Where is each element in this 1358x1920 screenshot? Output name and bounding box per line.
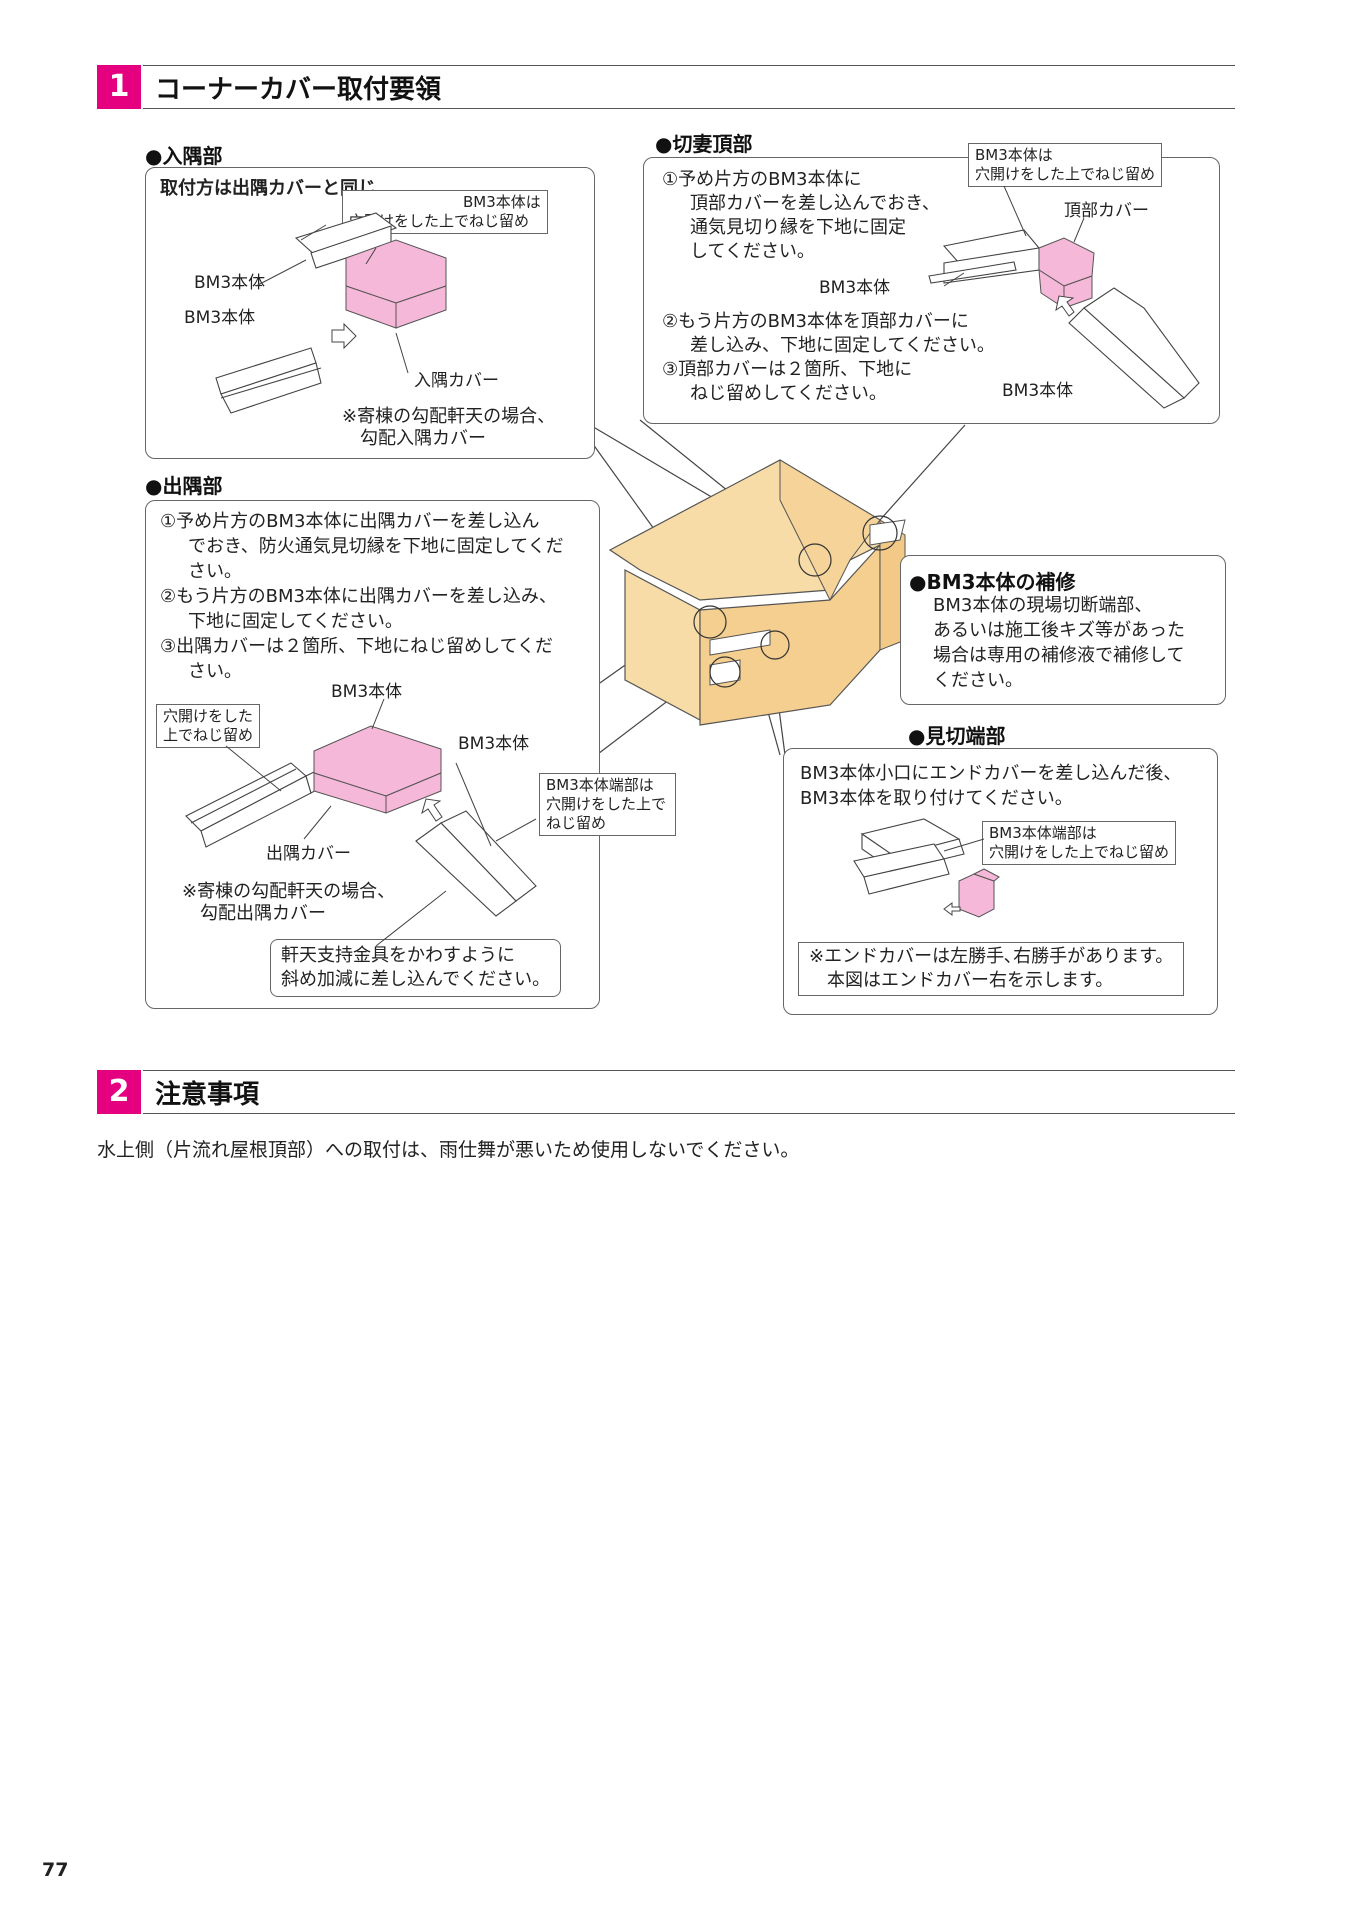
repair-text: BM3本体の現場切断端部、 あるいは施工後キズ等があった 場合は専用の補修液で補… [933,593,1185,693]
desumi-heading: ●出隅部 [145,474,223,498]
kirizuma-heading: ●切妻頂部 [655,132,753,156]
kirizuma-callout: BM3本体は 穴開けをした上でねじ留め [968,143,1163,187]
step-line: さい。 [188,561,242,582]
step-line: 差し込み、下地に固定してください。 [690,335,995,356]
step-line: さい。 [188,661,242,682]
repair-heading: ●BM3本体の補修 [909,570,1076,594]
step-line: ②もう片方のBM3本体を頂部カバーに [662,311,969,332]
callout-line: 穴開けをした上で [546,795,667,813]
step-line: 頂部カバーを差し込んでおき、 [690,193,940,214]
callout-line: ねじ留め [546,814,607,832]
section1-number: 1 [97,65,141,109]
mikiri-note: ※エンドカバーは左勝手､右勝手があります。 本図はエンドカバー右を示します。 [798,942,1185,996]
step-line: ③頂部カバーは２箇所、下地に [662,359,913,380]
desumi-label-cover: 出隅カバー [266,844,351,864]
repair-line: あるいは施工後キズ等があった [933,620,1185,641]
kirizuma-label-cover: 頂部カバー [1064,201,1149,221]
note-line: ※寄棟の勾配軒天の場合、 [182,881,396,902]
desumi-callout-left: 穴開けをした 上でねじ留め [156,704,261,748]
section2-number: 2 [97,1070,141,1114]
callout-line: BM3本体端部は [989,824,1097,842]
step-line: 下地に固定してください。 [188,611,403,632]
irisumi-heading: ●入隅部 [145,144,223,168]
mikiri-line: BM3本体を取り付けてください。 [800,788,1073,809]
step-line: ②もう片方のBM3本体に出隅カバーを差し込み、 [160,586,557,607]
irisumi-label-bm3-top: BM3本体 [194,273,266,293]
irisumi-diagram [215,212,447,414]
irisumi-label-cover: 入隅カバー [414,371,499,391]
mikiri-diagram [853,818,1000,918]
section1-header: 1 コーナーカバー取付要領 [97,65,1235,109]
step-line: 通気見切り縁を下地に固定 [690,217,906,238]
step-line: ③出隅カバーは２箇所、下地にねじ留めしてくだ [160,636,554,657]
irisumi-note: ※寄棟の勾配軒天の場合、 勾配入隅カバー [342,406,555,450]
irisumi-callout: BM3本体は 穴開けをした上でねじ留め [342,190,548,234]
irisumi-intro: 取付方は出隅カバーと同じ [160,178,376,199]
kirizuma-label-bm3-left: BM3本体 [819,278,891,298]
callout-line: 穴開けをした [163,707,254,725]
section1-title: コーナーカバー取付要領 [155,75,442,105]
section2-header: 2 注意事項 [97,1070,1235,1114]
repair-panel: ●BM3本体の補修 BM3本体の現場切断端部、 あるいは施工後キズ等があった 場… [900,555,1226,705]
page-number: 77 [42,1859,69,1881]
callout-line: BM3本体は [975,146,1053,164]
note-line: 本図はエンドカバー右を示します。 [827,970,1114,991]
desumi-steps: ①予め片方のBM3本体に出隅カバーを差し込ん でおき、防火通気見切縁を下地に固定… [160,509,564,684]
callout-line: BM3本体は [463,193,541,211]
step-line: でおき、防火通気見切縁を下地に固定してくだ [188,536,564,557]
kirizuma-panel: ①予め片方のBM3本体に 頂部カバーを差し込んでおき、 通気見切り縁を下地に固定… [643,143,1220,424]
irisumi-panel: 取付方は出隅カバーと同じ BM3本体は 穴開けをした上でねじ留め BM3本体 B… [145,167,595,459]
desumi-diagram [185,698,537,947]
desumi-label-bm3-right: BM3本体 [458,734,530,754]
desumi-tip: 軒天支持金具をかわすように 斜め加減に差し込んでください。 [270,939,562,997]
desumi-note: ※寄棟の勾配軒天の場合、 勾配出隅カバー [182,881,395,925]
step-line: ①予め片方のBM3本体に出隅カバーを差し込ん [160,511,540,532]
repair-line: 場合は専用の補修液で補修して [933,645,1185,666]
desumi-label-bm3-top: BM3本体 [331,682,403,702]
kirizuma-steps-2: ②もう片方のBM3本体を頂部カバーに 差し込み、下地に固定してください。 ③頂部… [662,310,995,406]
callout-line: 穴開けをした上でねじ留め [989,843,1170,861]
section2-title: 注意事項 [155,1080,260,1110]
note-line: ※エンドカバーは左勝手､右勝手があります。 [809,946,1174,967]
step-line: ねじ留めしてください。 [690,383,887,404]
desumi-callout-right: BM3本体端部は 穴開けをした上で ねじ留め [539,773,676,836]
kirizuma-diagram [928,185,1200,409]
callout-line: 上でねじ留め [163,726,254,744]
caution-text: 水上側（片流れ屋根頂部）への取付は、雨仕舞が悪いため使用しないでください。 [97,1139,800,1161]
tip-line: 斜め加減に差し込んでください。 [281,969,551,990]
callout-line: 穴開けをした上でねじ留め [975,165,1156,183]
mikiri-text: BM3本体小口にエンドカバーを差し込んだ後、 BM3本体を取り付けてください。 [800,761,1181,811]
tip-line: 軒天支持金具をかわすように [281,945,515,966]
repair-line: BM3本体の現場切断端部、 [933,595,1153,616]
desumi-panel: ①予め片方のBM3本体に出隅カバーを差し込ん でおき、防火通気見切縁を下地に固定… [145,500,676,1009]
callout-line: 穴開けをした上でねじ留め [349,212,530,230]
note-line: ※寄棟の勾配軒天の場合、 [342,406,556,427]
mikiri-line: BM3本体小口にエンドカバーを差し込んだ後、 [800,763,1182,784]
irisumi-label-bm3-bottom: BM3本体 [184,308,256,328]
note-line: 勾配出隅カバー [200,903,326,924]
mikiri-callout: BM3本体端部は 穴開けをした上でねじ留め [982,821,1177,865]
mikiri-panel: BM3本体小口にエンドカバーを差し込んだ後、 BM3本体を取り付けてください。 … [783,748,1218,1015]
mikiri-heading: ●見切端部 [908,724,1006,748]
kirizuma-label-bm3-right: BM3本体 [1002,381,1074,401]
repair-line: ください。 [933,670,1023,691]
kirizuma-steps: ①予め片方のBM3本体に 頂部カバーを差し込んでおき、 通気見切り縁を下地に固定… [662,168,940,264]
callout-line: BM3本体端部は [546,776,654,794]
step-line: してください。 [690,241,815,262]
note-line: 勾配入隅カバー [360,428,486,449]
step-line: ①予め片方のBM3本体に [662,169,862,190]
